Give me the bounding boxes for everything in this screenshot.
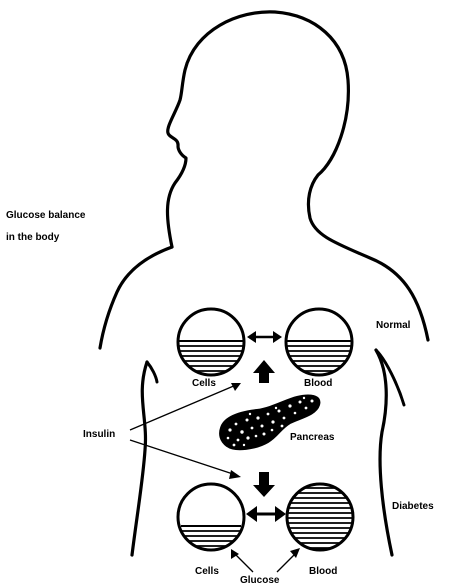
left-shoulder: [100, 247, 172, 348]
blood-diabetes-label: Blood: [309, 566, 337, 577]
torso-right-side: [376, 350, 392, 555]
pancreas-label: Pancreas: [290, 432, 335, 443]
down-arrow-icon: [253, 472, 275, 497]
cells-normal-circle: [170, 309, 250, 375]
title-line-2: in the body: [6, 232, 60, 243]
cells-diabetes-circle: [170, 484, 250, 550]
normal-label: Normal: [376, 320, 411, 331]
normal-exchange-arrow: [247, 331, 282, 343]
diabetes-exchange-arrow: [246, 506, 286, 522]
body-silhouette: [167, 12, 428, 340]
glucose-label: Glucose: [240, 575, 280, 586]
torso-left-side: [132, 362, 147, 555]
insulin-label: Insulin: [83, 429, 115, 440]
cells-normal-label: Cells: [192, 378, 216, 389]
glucose-pointer-arrows: [231, 548, 300, 572]
title-line-1: Glucose balance: [6, 210, 86, 221]
diabetes-label: Diabetes: [392, 501, 434, 512]
blood-normal-label: Blood: [304, 378, 332, 389]
blood-diabetes-circle: [280, 484, 360, 550]
blood-normal-circle: [280, 309, 360, 375]
up-arrow-icon: [253, 360, 275, 383]
torso-left-fold: [147, 362, 157, 382]
cells-diabetes-label: Cells: [195, 566, 219, 577]
